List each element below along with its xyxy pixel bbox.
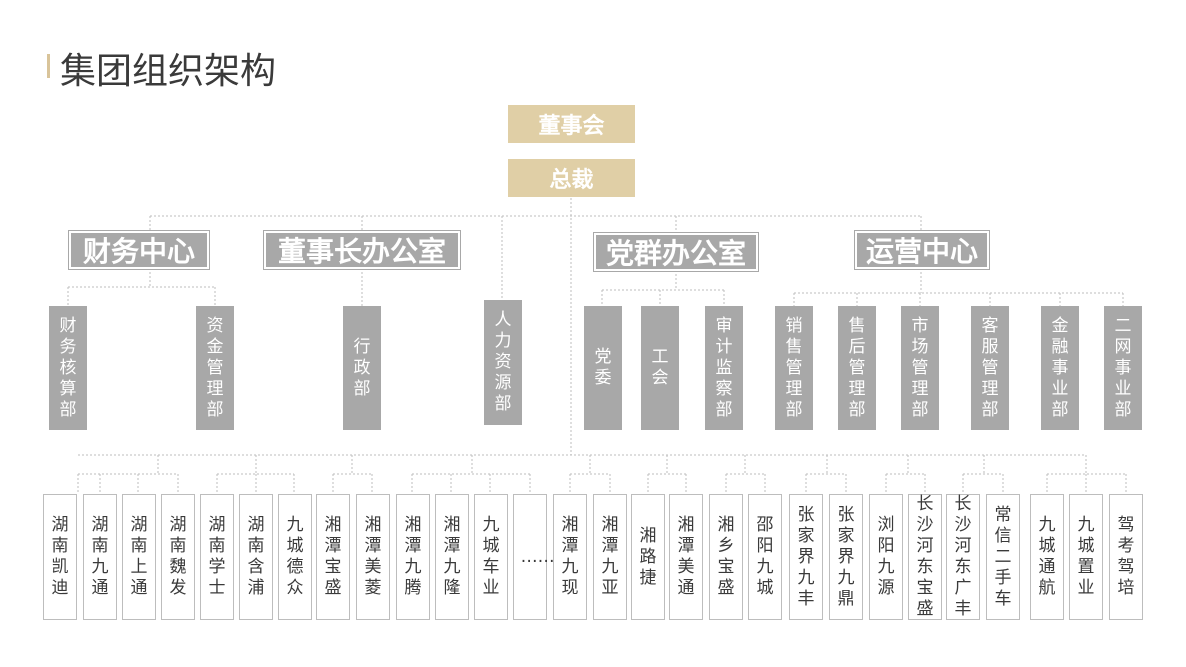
subsidiary-label: 九城德众 bbox=[286, 515, 304, 598]
center-label: 财务中心 bbox=[82, 235, 195, 268]
subsidiary-box: 湖南魏发 bbox=[161, 494, 195, 620]
subsidiary-label: …… bbox=[520, 546, 555, 567]
subsidiary-box: 邵阳九城 bbox=[748, 494, 782, 620]
dept-customer-service: 客服管理部 bbox=[971, 306, 1009, 430]
subsidiary-label: 湖南含浦 bbox=[247, 515, 265, 598]
subsidiary-label: 湘潭九腾 bbox=[404, 515, 422, 598]
subsidiary-box: 湘乡宝盛 bbox=[709, 494, 743, 620]
subsidiary-label: 九城通航 bbox=[1038, 515, 1056, 598]
subsidiary-box: 湖南凯迪 bbox=[43, 494, 77, 620]
subsidiary-label: 湘乡宝盛 bbox=[717, 515, 735, 598]
dept-label: 行政部 bbox=[353, 336, 371, 399]
subsidiary-box: 浏阳九源 bbox=[869, 494, 903, 620]
subsidiary-label: 湖南九通 bbox=[91, 515, 109, 598]
subsidiary-box: 湘路捷 bbox=[631, 494, 665, 620]
subsidiary-box: 湖南九通 bbox=[83, 494, 117, 620]
dept-secondary-network: 二网事业部 bbox=[1104, 306, 1142, 430]
subsidiary-label: 九城车业 bbox=[482, 515, 500, 598]
subsidiary-label: 浏阳九源 bbox=[877, 515, 895, 598]
board-node: 董事会 bbox=[508, 105, 635, 143]
dept-sales: 销售管理部 bbox=[775, 306, 813, 430]
subsidiary-label: 常信二手车 bbox=[994, 504, 1012, 609]
dept-finance-business: 金融事业部 bbox=[1041, 306, 1079, 430]
center-label: 党群办公室 bbox=[605, 237, 746, 270]
subsidiary-label: 邵阳九城 bbox=[756, 515, 774, 598]
center-operations: 运营中心 bbox=[854, 230, 990, 270]
subsidiary-box: 湘潭美通 bbox=[669, 494, 703, 620]
dept-label: 金融事业部 bbox=[1051, 315, 1069, 420]
dept-marketing: 市场管理部 bbox=[901, 306, 939, 430]
subsidiary-box: 湘潭九隆 bbox=[435, 494, 469, 620]
subsidiary-label: 湖南凯迪 bbox=[51, 515, 69, 598]
subsidiary-box: 九城车业 bbox=[474, 494, 508, 620]
dept-label: 售后管理部 bbox=[848, 315, 866, 420]
subsidiary-box: 驾考驾培 bbox=[1109, 494, 1143, 620]
dept-labor-union: 工会 bbox=[641, 306, 679, 430]
title-accent-bar bbox=[47, 54, 50, 78]
center-label: 运营中心 bbox=[865, 235, 978, 268]
subsidiary-label: 长沙河东宝盛 bbox=[916, 494, 934, 619]
dept-audit: 审计监察部 bbox=[705, 306, 743, 430]
subsidiary-box: 常信二手车 bbox=[986, 494, 1020, 620]
subsidiary-box: 湘潭宝盛 bbox=[316, 494, 350, 620]
president-node: 总裁 bbox=[508, 159, 635, 197]
dept-label: 工会 bbox=[651, 347, 669, 388]
subsidiary-label: 九城置业 bbox=[1077, 515, 1095, 598]
subsidiary-label: 湘路捷 bbox=[639, 525, 657, 588]
dept-label: 财务核算部 bbox=[59, 315, 77, 420]
subsidiary-label: 湖南上通 bbox=[130, 515, 148, 598]
center-party-office: 党群办公室 bbox=[593, 232, 759, 272]
subsidiary-label: 湘潭九亚 bbox=[601, 515, 619, 598]
dept-label: 市场管理部 bbox=[911, 315, 929, 420]
subsidiary-box: 湘潭九腾 bbox=[396, 494, 430, 620]
subsidiary-label: 湘潭美菱 bbox=[364, 515, 382, 598]
subsidiary-label: 驾考驾培 bbox=[1117, 515, 1135, 598]
subsidiary-label: 长沙河东广丰 bbox=[954, 494, 972, 619]
subsidiary-box: 湘潭美菱 bbox=[356, 494, 390, 620]
subsidiary-box: 九城通航 bbox=[1030, 494, 1064, 620]
subsidiary-box: 湖南上通 bbox=[122, 494, 156, 620]
dept-party-committee: 党委 bbox=[584, 306, 622, 430]
subsidiary-box: 湖南学士 bbox=[200, 494, 234, 620]
subsidiary-label: 湘潭九现 bbox=[561, 515, 579, 598]
dept-label: 销售管理部 bbox=[785, 315, 803, 420]
center-chairman-office: 董事长办公室 bbox=[263, 230, 461, 270]
subsidiary-box: 张家界九鼎 bbox=[829, 494, 863, 620]
subsidiary-box: 九城置业 bbox=[1069, 494, 1103, 620]
subsidiary-label: 湘潭九隆 bbox=[443, 515, 461, 598]
president-label: 总裁 bbox=[549, 168, 594, 193]
dept-label: 客服管理部 bbox=[981, 315, 999, 420]
subsidiary-label: 张家界九丰 bbox=[797, 504, 815, 609]
dept-label: 资金管理部 bbox=[206, 315, 224, 420]
subsidiary-box: 湘潭九亚 bbox=[593, 494, 627, 620]
dept-fund-management: 资金管理部 bbox=[196, 306, 234, 430]
dept-label: 人力资源部 bbox=[494, 310, 512, 414]
dept-human-resources: 人力资源部 bbox=[484, 300, 522, 425]
dept-label: 党委 bbox=[594, 347, 612, 388]
center-label: 董事长办公室 bbox=[277, 235, 446, 268]
page-title: 集团组织架构 bbox=[60, 51, 277, 92]
subsidiary-box: 湖南含浦 bbox=[239, 494, 273, 620]
subsidiary-label: 湖南魏发 bbox=[169, 515, 187, 598]
subsidiary-label: 湘潭美通 bbox=[677, 515, 695, 598]
subsidiary-box: 长沙河东宝盛 bbox=[908, 494, 942, 620]
subsidiary-box: 张家界九丰 bbox=[789, 494, 823, 620]
dept-administration: 行政部 bbox=[343, 306, 381, 430]
board-label: 董事会 bbox=[538, 114, 605, 139]
subsidiary-label: 湘潭宝盛 bbox=[324, 515, 342, 598]
subsidiary-box: 九城德众 bbox=[278, 494, 312, 620]
subsidiary-label: 湖南学士 bbox=[208, 515, 226, 598]
dept-after-sales: 售后管理部 bbox=[838, 306, 876, 430]
center-finance: 财务中心 bbox=[68, 230, 210, 270]
dept-label: 审计监察部 bbox=[715, 315, 733, 420]
dept-label: 二网事业部 bbox=[1114, 315, 1132, 420]
dept-finance-accounting: 财务核算部 bbox=[49, 306, 87, 430]
subsidiary-box: 湘潭九现 bbox=[553, 494, 587, 620]
subsidiary-label: 张家界九鼎 bbox=[837, 504, 855, 609]
subsidiary-box-ellipsis: …… bbox=[513, 494, 555, 620]
subsidiary-box: 长沙河东广丰 bbox=[946, 494, 980, 620]
